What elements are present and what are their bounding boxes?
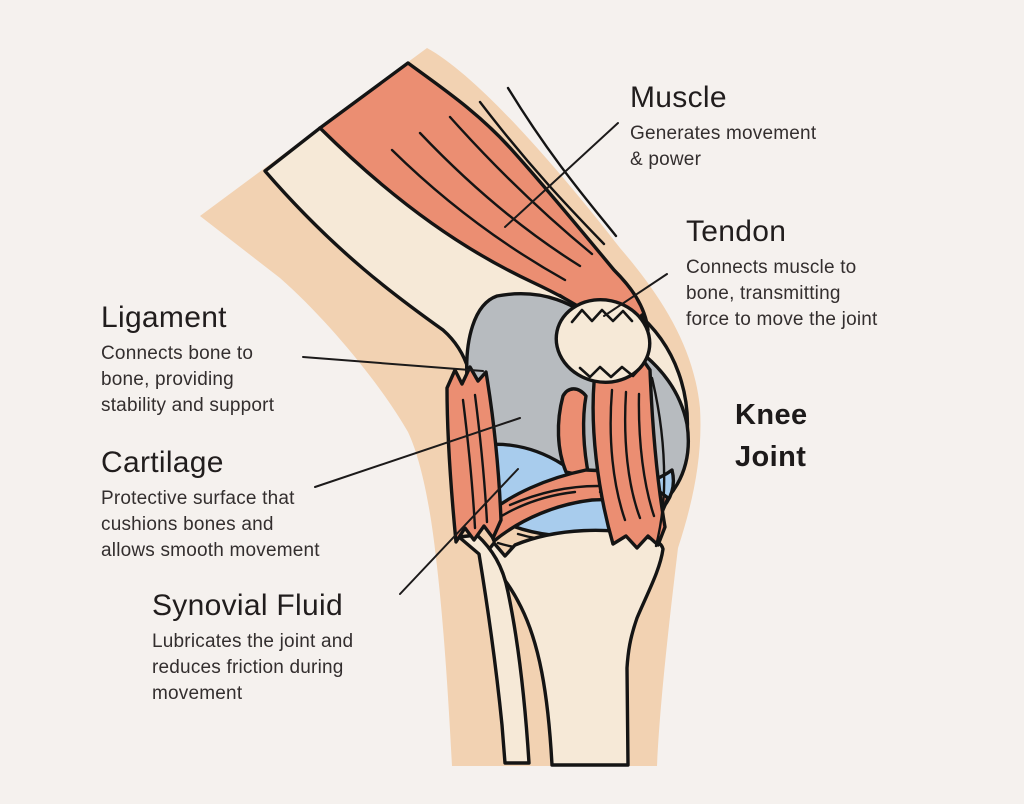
tendon-fiber-line	[623, 390, 642, 520]
tibia-bone	[468, 528, 665, 767]
patella-bottom-junction	[578, 364, 644, 379]
tendon-label-line: Connects muscle to	[686, 257, 857, 278]
ligament-label-line: stability and support	[101, 395, 275, 416]
ligament-label: Ligament Connects bone to bone, providin…	[101, 300, 274, 419]
muscle-label-line: Generates movement	[630, 123, 817, 144]
synovial-fluid-label-line: reduces friction during	[152, 657, 344, 678]
ligament-label-line: bone, providing	[101, 369, 234, 390]
diagram-title-line: Joint	[735, 441, 807, 473]
muscle-fiber-line	[506, 86, 618, 238]
cartilage-label-line: Protective surface that	[101, 488, 295, 509]
synovial-fluid-label: Synovial Fluid Lubricates the joint and …	[152, 588, 353, 707]
cruciate-fiber-line	[493, 490, 577, 522]
muscle-fiber-line	[390, 148, 567, 282]
muscle-label-line: & power	[630, 149, 702, 170]
synovial-fluid-label-line: Lubricates the joint and	[152, 631, 354, 652]
cartilage-label-line: cushions bones and	[101, 514, 274, 535]
ligament-fiber-line	[473, 393, 489, 524]
muscle-fiber-line	[418, 131, 582, 268]
tendon-label-title: Tendon	[686, 215, 787, 248]
tendon-label: Tendon Connects muscle to bone, transmit…	[686, 214, 878, 333]
synovial-fluid-leader-line	[399, 468, 519, 595]
tendon-label-line: force to move the joint	[686, 309, 878, 330]
fibula-bone	[457, 533, 531, 765]
tendon-leader-line	[603, 273, 668, 317]
muscle-leader-line	[504, 122, 619, 228]
ligament-leader-line	[302, 356, 484, 372]
patella-bone	[554, 298, 652, 384]
ligament-shape	[445, 365, 503, 544]
tendon-fiber-line	[637, 392, 656, 518]
cruciate-fiber-line	[508, 484, 600, 507]
muscle-label: Muscle Generates movement & power	[630, 80, 816, 173]
diagram-title-line: Knee	[735, 399, 808, 431]
cartilage-label-title: Cartilage	[101, 446, 224, 479]
cartilage-label-line: allows smooth movement	[101, 540, 320, 561]
diagram-title: Knee Joint	[735, 394, 808, 478]
cartilage-leader-line	[314, 417, 521, 488]
muscle-fiber-line	[448, 115, 594, 256]
knee-front-contour	[650, 376, 666, 548]
tendon-label-line: bone, transmitting	[686, 283, 841, 304]
tendon-fiber-line	[609, 388, 627, 522]
cartilage-label: Cartilage Protective surface that cushio…	[101, 445, 320, 564]
muscle-fiber-line	[478, 100, 606, 246]
ligament-label-title: Ligament	[101, 301, 227, 334]
muscle-label-title: Muscle	[630, 81, 727, 114]
patella-top-junction	[570, 308, 634, 324]
synovial-fluid-label-title: Synovial Fluid	[152, 589, 343, 622]
synovial-fluid-label-line: movement	[152, 683, 243, 704]
ligament-label-line: Connects bone to	[101, 343, 254, 364]
cruciate-ligament-shape	[556, 387, 591, 479]
